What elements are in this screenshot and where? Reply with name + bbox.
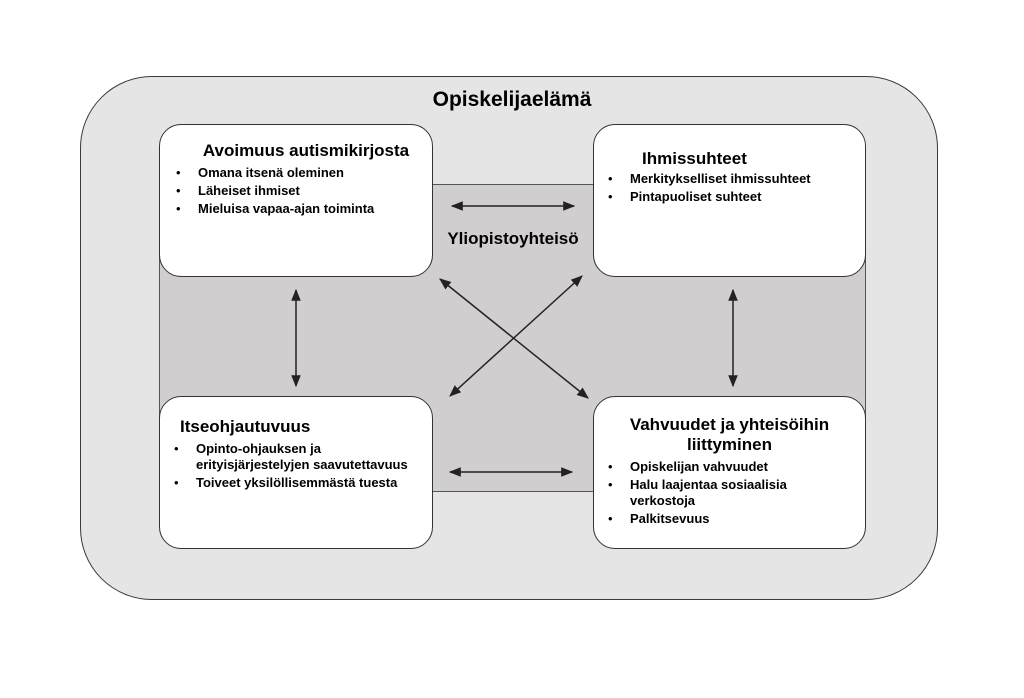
student-life-title: Opiskelijaelämä	[432, 88, 592, 111]
relationships-box: Ihmissuhteet Merkitykselliset ihmissuhte…	[593, 124, 866, 277]
list-item: Omana itsenä oleminen	[176, 165, 416, 181]
list-item: Läheiset ihmiset	[176, 183, 416, 199]
list-item: Opiskelijan vahvuudet	[608, 459, 851, 475]
strengths-box: Vahvuudet ja yhteisöihin liittyminen Opi…	[593, 396, 866, 549]
self-direction-title: Itseohjautuvuus	[180, 417, 311, 436]
relationships-title: Ihmissuhteet	[642, 149, 747, 168]
openness-box: Avoimuus autismikirjosta Omana itsenä ol…	[159, 124, 433, 277]
self-direction-box: Itseohjautuvuus Opinto-ohjauksen ja erit…	[159, 396, 433, 549]
list-item: Palkitsevuus	[608, 511, 851, 527]
list-item: Merkitykselliset ihmissuhteet	[608, 171, 851, 187]
list-item: Opinto-ohjauksen ja erityisjärjestelyjen…	[174, 441, 418, 473]
openness-list: Omana itsenä oleminen Läheiset ihmiset M…	[176, 165, 416, 217]
university-community-label: Yliopistoyhteisö	[447, 229, 579, 248]
list-item: Pintapuoliset suhteet	[608, 189, 851, 205]
strengths-title: Vahvuudet ja yhteisöihin liittyminen	[629, 415, 830, 454]
relationships-list: Merkitykselliset ihmissuhteet Pintapuoli…	[608, 171, 851, 205]
list-item: Toiveet yksilöllisemmästä tuesta	[174, 475, 418, 491]
openness-title: Avoimuus autismikirjosta	[202, 141, 410, 160]
list-item: Mieluisa vapaa-ajan toiminta	[176, 201, 416, 217]
strengths-list: Opiskelijan vahvuudet Halu laajentaa sos…	[608, 459, 851, 527]
self-direction-list: Opinto-ohjauksen ja erityisjärjestelyjen…	[174, 441, 418, 491]
list-item: Halu laajentaa sosiaalisia verkostoja	[608, 477, 851, 509]
arrow-diagonal-up	[449, 275, 583, 397]
